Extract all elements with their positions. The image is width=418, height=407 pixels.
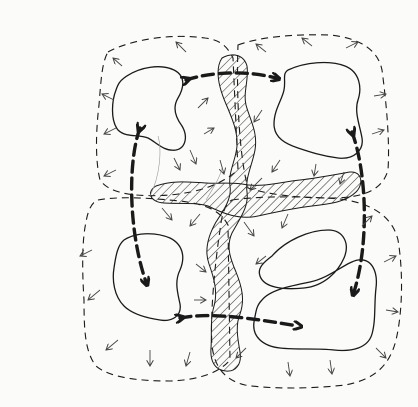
sketch-diagram — [0, 0, 418, 407]
